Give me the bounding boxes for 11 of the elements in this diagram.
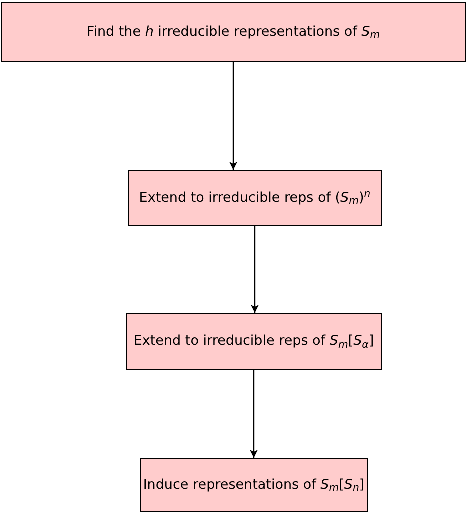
arrow (250, 370, 258, 458)
process-box (140, 458, 368, 512)
arrow (251, 226, 259, 313)
process-box (128, 170, 382, 226)
arrow (230, 62, 238, 170)
box-text: Find the h irreducible representations of S$_{m}$ (86, 24, 380, 40)
process-box (126, 313, 382, 370)
box-text: Extend to irreducible reps of (S$_{m}$)$^{n}$ (139, 190, 371, 206)
process-box (1, 2, 466, 62)
box-text: Induce representations of S$_{m}$[S$_{n}$] (143, 476, 365, 494)
box-text: Extend to irreducible reps of S$_{m}$[S$_{α}$] (134, 333, 374, 350)
